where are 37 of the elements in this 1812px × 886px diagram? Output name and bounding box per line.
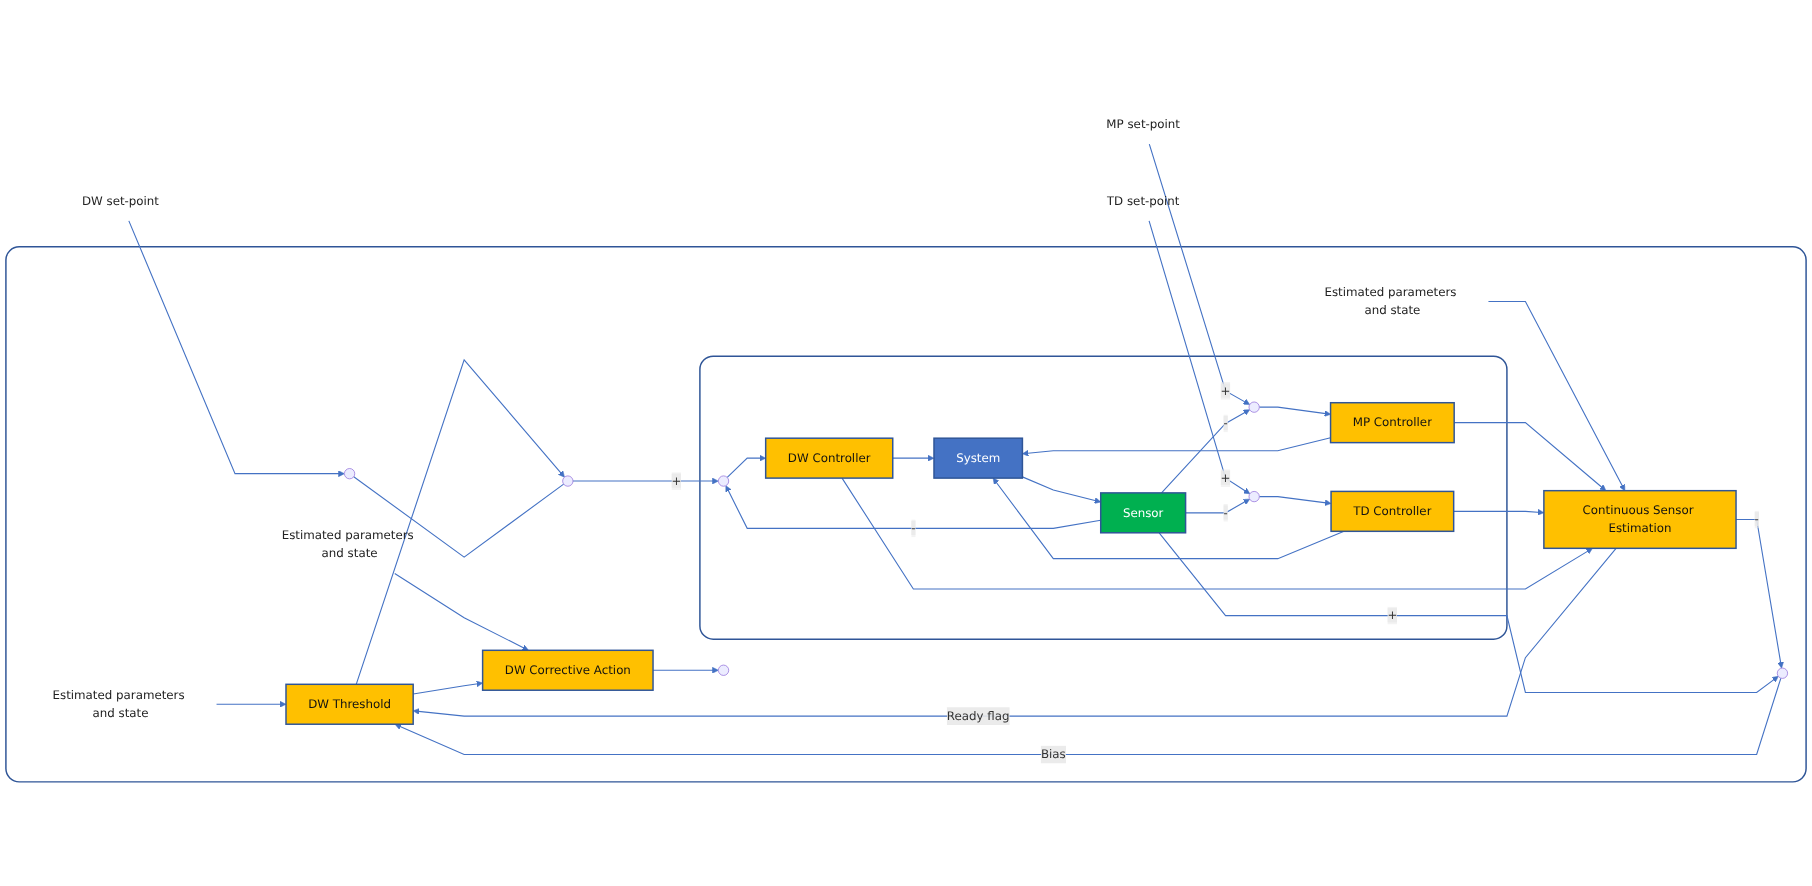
node-circle bbox=[718, 664, 730, 676]
arrow bbox=[1185, 498, 1250, 514]
arrow bbox=[892, 454, 935, 462]
node-circle bbox=[1248, 491, 1260, 503]
node-circle bbox=[562, 475, 574, 487]
arrow bbox=[1021, 476, 1101, 504]
arrow bbox=[1158, 532, 1779, 693]
arrow bbox=[412, 547, 1617, 717]
cluster bbox=[699, 355, 1508, 640]
arrow bbox=[725, 485, 1102, 529]
arrow bbox=[1453, 509, 1545, 516]
arrow bbox=[1258, 496, 1332, 506]
arrow bbox=[1022, 437, 1332, 457]
arrow bbox=[652, 667, 719, 674]
arrow bbox=[128, 220, 345, 477]
node-circle bbox=[1776, 667, 1788, 679]
arrow bbox=[1148, 143, 1250, 405]
arrow bbox=[572, 477, 719, 485]
arrow bbox=[1148, 220, 1251, 495]
arrow bbox=[1258, 406, 1331, 417]
arrow bbox=[394, 677, 1782, 756]
arrow bbox=[726, 454, 766, 478]
arrow bbox=[216, 701, 287, 708]
arrow bbox=[992, 477, 1345, 560]
node-circle bbox=[344, 468, 356, 480]
arrow bbox=[1735, 518, 1784, 669]
arrow bbox=[355, 358, 565, 685]
cluster bbox=[5, 246, 1807, 783]
arrow bbox=[1161, 409, 1250, 494]
arrow bbox=[412, 680, 483, 695]
node-circle bbox=[718, 475, 730, 487]
arrow bbox=[841, 477, 1593, 590]
arrow bbox=[1487, 300, 1626, 491]
node-circle bbox=[1248, 401, 1260, 413]
connector bbox=[353, 476, 565, 558]
arrow bbox=[394, 572, 529, 651]
arrow bbox=[1453, 422, 1607, 491]
